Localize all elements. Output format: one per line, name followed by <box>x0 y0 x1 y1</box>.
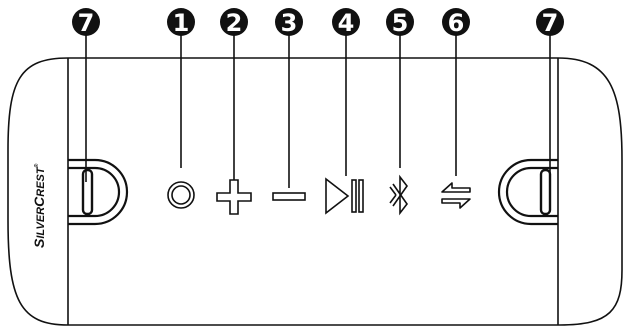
callout-badge-1: 1 <box>167 8 195 37</box>
callout-badge-3: 3 <box>275 8 303 37</box>
callout-badge-6: 6 <box>442 8 470 37</box>
link-button[interactable] <box>441 182 471 209</box>
bluetooth-icon <box>389 174 408 216</box>
leader-lines <box>85 32 551 188</box>
callout-badges: 7 1 2 3 4 5 6 7 <box>72 8 564 37</box>
svg-text:2: 2 <box>226 9 243 37</box>
volume-down-button[interactable] <box>272 192 306 201</box>
svg-text:4: 4 <box>338 9 355 37</box>
svg-text:SILVERCREST®: SILVERCREST® <box>31 163 47 248</box>
svg-text:7: 7 <box>542 9 559 37</box>
svg-text:3: 3 <box>281 9 298 37</box>
svg-text:7: 7 <box>78 9 95 37</box>
brand-letter-c: C <box>31 196 47 207</box>
speaker-body <box>7 57 623 326</box>
callout-badge-7-left: 7 <box>72 8 100 37</box>
brand-trademark: ® <box>33 163 40 167</box>
callout-badge-7-right: 7 <box>536 8 564 37</box>
volume-up-button[interactable] <box>216 179 252 215</box>
brand-letters-rest: REST <box>35 166 47 197</box>
svg-text:6: 6 <box>448 9 465 37</box>
callout-badge-4: 4 <box>332 8 360 37</box>
plus-icon <box>216 179 252 215</box>
svg-text:5: 5 <box>392 9 409 37</box>
brand-letters-ilver: ILVER <box>35 207 47 239</box>
brand-letter-s: S <box>31 238 47 248</box>
bluetooth-button[interactable] <box>389 174 408 216</box>
svg-text:1: 1 <box>173 9 190 37</box>
callout-badge-2: 2 <box>220 8 248 37</box>
link-icon <box>441 182 471 209</box>
right-strap-loop <box>497 158 558 226</box>
power-icon <box>167 181 195 209</box>
power-button[interactable] <box>167 181 195 209</box>
minus-icon <box>272 192 306 201</box>
left-strap-loop <box>68 158 129 226</box>
play-pause-icon <box>325 177 364 215</box>
play-pause-button[interactable] <box>325 177 364 215</box>
callout-badge-5: 5 <box>386 8 414 37</box>
brand-logo: SILVERCREST® <box>31 163 47 248</box>
